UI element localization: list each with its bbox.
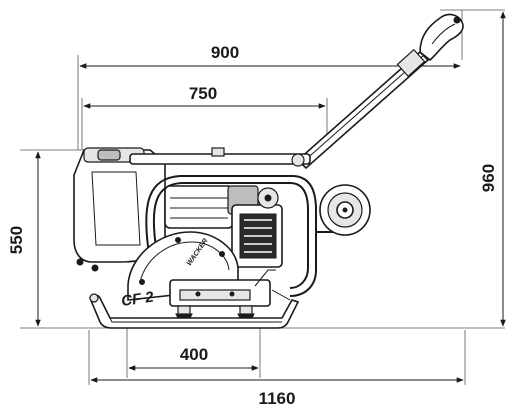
dimension-750-label: 750	[189, 84, 217, 103]
dimension-900-label: 900	[211, 43, 239, 62]
dimension-960: 960	[479, 11, 506, 327]
dimension-1160: 1160	[90, 377, 464, 408]
plate-compactor: WACKER CF 2	[73, 13, 464, 329]
base-plate	[89, 289, 300, 329]
roll-frame	[145, 175, 317, 297]
engine	[164, 185, 283, 268]
dimension-750: 750	[83, 84, 326, 109]
exciter-block	[169, 269, 276, 307]
dimension-1160-label: 1160	[259, 389, 296, 408]
transport-wheel	[316, 184, 371, 236]
model-label: CF 2	[120, 289, 155, 310]
dimension-400: 400	[128, 345, 259, 371]
dimension-900: 900	[79, 43, 461, 69]
dimension-960-label: 960	[479, 164, 498, 192]
dimension-550: 550	[7, 151, 41, 327]
handle-bar	[296, 13, 464, 170]
frame-top-rail	[129, 147, 311, 167]
dimension-400-label: 400	[180, 345, 208, 364]
shock-mounts	[175, 305, 255, 319]
dimension-550-label: 550	[7, 226, 26, 254]
